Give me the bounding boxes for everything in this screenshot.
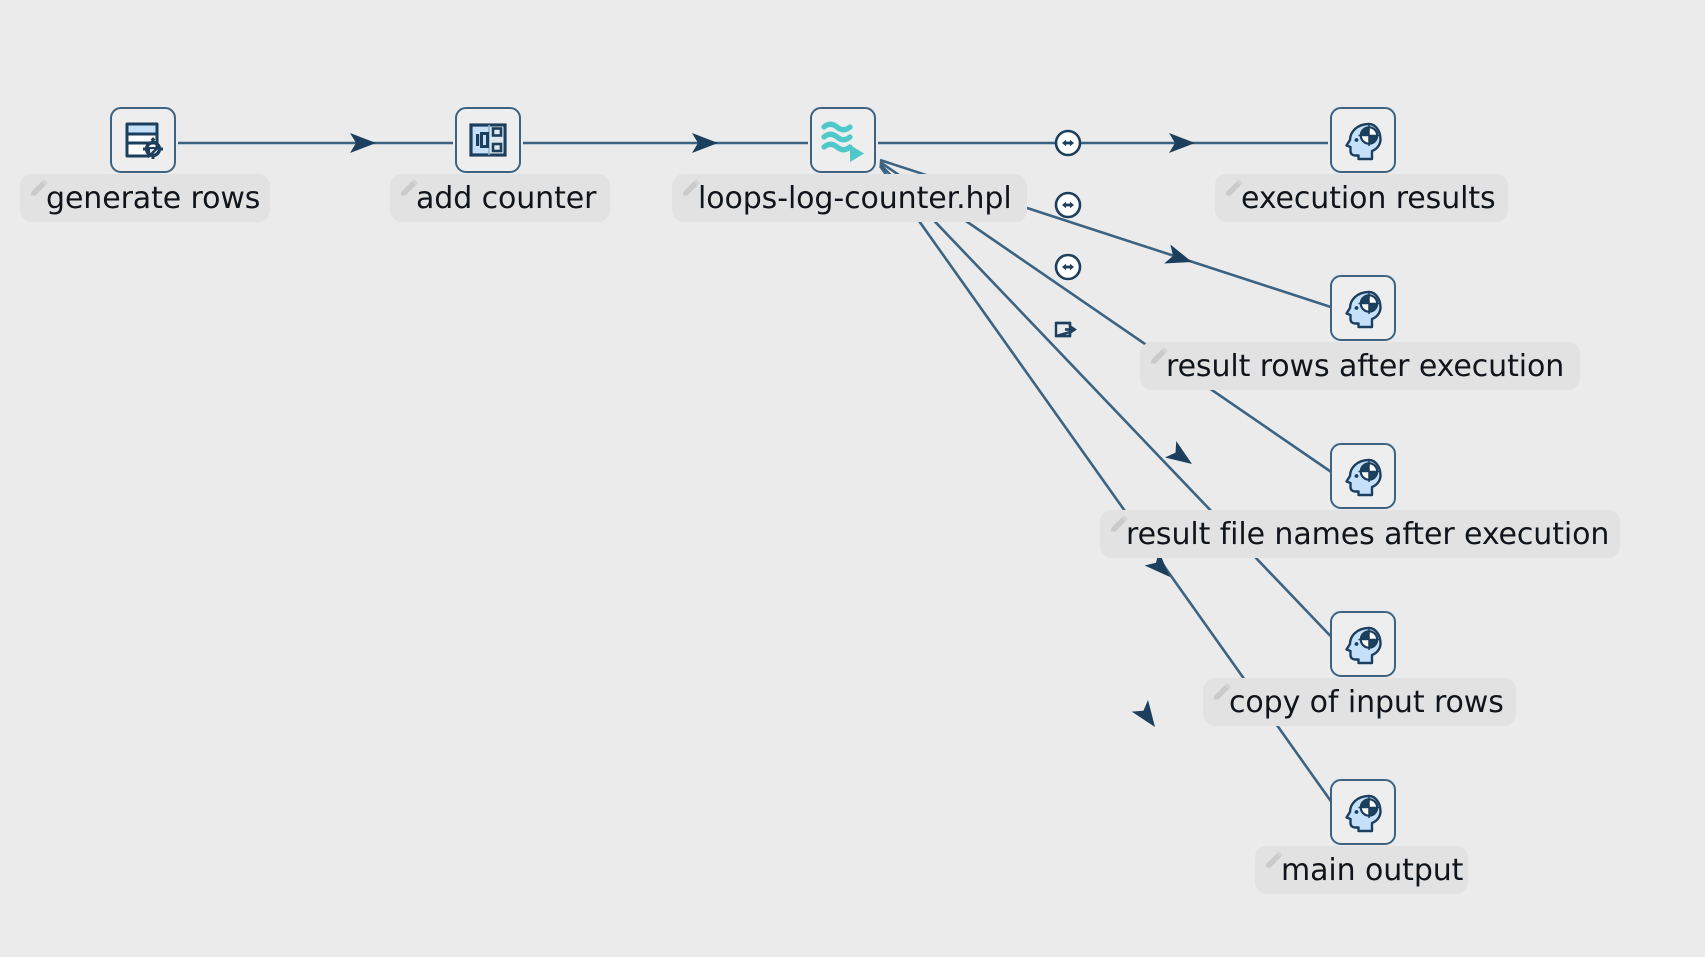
pencil-icon [1150,347,1168,364]
label-text: result file names after execution [1126,517,1610,552]
head-target-icon [1345,458,1382,497]
label-text: result rows after execution [1166,349,1565,384]
node-generate-rows[interactable] [110,107,176,173]
pencil-icon [1213,683,1231,700]
label-text: add counter [416,181,597,216]
pencil-icon [1110,515,1128,532]
label-text: execution results [1241,181,1496,216]
pipeline-run-icon [821,121,864,162]
node-loops-log-counter-hpl[interactable] [810,107,876,173]
label-text: main output [1281,853,1464,888]
head-target-icon [1345,794,1382,833]
bidirectional-circle-icon [1054,129,1082,157]
label-text: copy of input rows [1229,685,1504,720]
label-text: loops-log-counter.hpl [698,181,1012,216]
label-copy-of-input-rows[interactable]: copy of input rows [1203,678,1516,726]
label-loops-log-counter-hpl[interactable]: loops-log-counter.hpl [672,174,1027,222]
label-execution-results[interactable]: execution results [1215,174,1508,222]
node-add-counter[interactable] [455,107,521,173]
pencil-icon [682,179,700,196]
label-add-counter[interactable]: add counter [390,174,610,222]
hop-decoration-bidirectional-1[interactable] [1053,128,1083,158]
head-target-icon [1345,290,1382,329]
counter-panel-icon [469,123,507,157]
node-main-output[interactable] [1330,779,1396,845]
node-copy-of-input-rows[interactable] [1330,611,1396,677]
label-text: generate rows [46,181,261,216]
node-result-rows-after-execution[interactable] [1330,275,1396,341]
node-result-file-names-after-execution[interactable] [1330,443,1396,509]
node-execution-results[interactable] [1330,107,1396,173]
label-generate-rows[interactable]: generate rows [20,174,270,222]
pencil-icon [400,179,418,196]
head-target-icon [1345,122,1382,161]
pencil-icon [30,179,48,196]
label-main-output[interactable]: main output [1255,846,1468,894]
hop-decoration-bidirectional-2[interactable] [1053,190,1083,220]
export-arrow-icon [1054,321,1077,338]
table-gear-icon [125,122,163,159]
hop-decoration-bidirectional-3[interactable] [1053,252,1083,282]
label-result-rows-after-execution[interactable]: result rows after execution [1140,342,1580,390]
pencil-icon [1265,851,1283,868]
pencil-icon [1225,179,1243,196]
hop-decoration-export[interactable] [1051,314,1081,344]
head-target-icon [1345,626,1382,665]
bidirectional-circle-icon [1054,253,1082,281]
bidirectional-circle-icon [1054,191,1082,219]
label-result-file-names-after-execution[interactable]: result file names after execution [1100,510,1620,558]
